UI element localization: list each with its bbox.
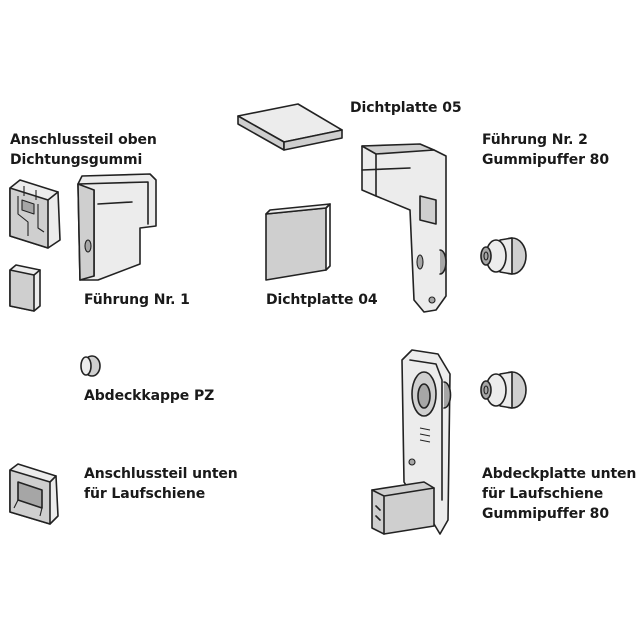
gummipuffer-80-bottom-part [480,371,527,409]
label-line: Anschlussteil oben [10,132,157,148]
label-line: Dichtplatte 05 [350,100,462,116]
label-fuehrung-1: Führung Nr. 1 [84,290,190,310]
label-abdeckkappe-pz: Abdeckkappe PZ [84,386,214,406]
anschlussteil-unten-part [9,463,59,525]
label-line: Abdeckkappe PZ [84,388,215,404]
label-line: für Laufschiene [482,486,604,502]
abdeckkappe-pz-part [80,355,101,377]
label-line: Abdeckplatte unten [482,466,637,482]
label-line: Dichtplatte 04 [266,292,378,308]
fuehrung-1-part [77,173,157,281]
label-line: Gummipuffer 80 [482,152,609,168]
gummipuffer-80-top-part [480,237,527,275]
abdeckplatte-unten-part [371,349,452,535]
dichtungsgummi-part [9,264,41,312]
label-abdeckplatte-unten: Abdeckplatte unten für Laufschiene Gummi… [482,464,636,524]
label-dichtplatte-04: Dichtplatte 04 [266,290,378,310]
label-line: Führung Nr. 1 [84,292,190,308]
dichtplatte-05-part [237,103,343,151]
label-dichtplatte-05: Dichtplatte 05 [350,98,462,118]
dichtplatte-04-part [265,203,331,281]
label-line: Führung Nr. 2 [482,132,588,148]
label-fuehrung-2: Führung Nr. 2 Gummipuffer 80 [482,130,609,170]
label-anschlussteil-oben: Anschlussteil oben Dichtungsgummi [10,130,157,170]
label-line: Anschlussteil unten [84,466,238,482]
anschlussteil-oben-part [9,179,61,249]
label-line: Gummipuffer 80 [482,506,609,522]
fuehrung-2-part [361,143,447,313]
label-anschlussteil-unten: Anschlussteil unten für Laufschiene [84,464,238,504]
label-line: für Laufschiene [84,486,206,502]
label-line: Dichtungsgummi [10,152,143,168]
